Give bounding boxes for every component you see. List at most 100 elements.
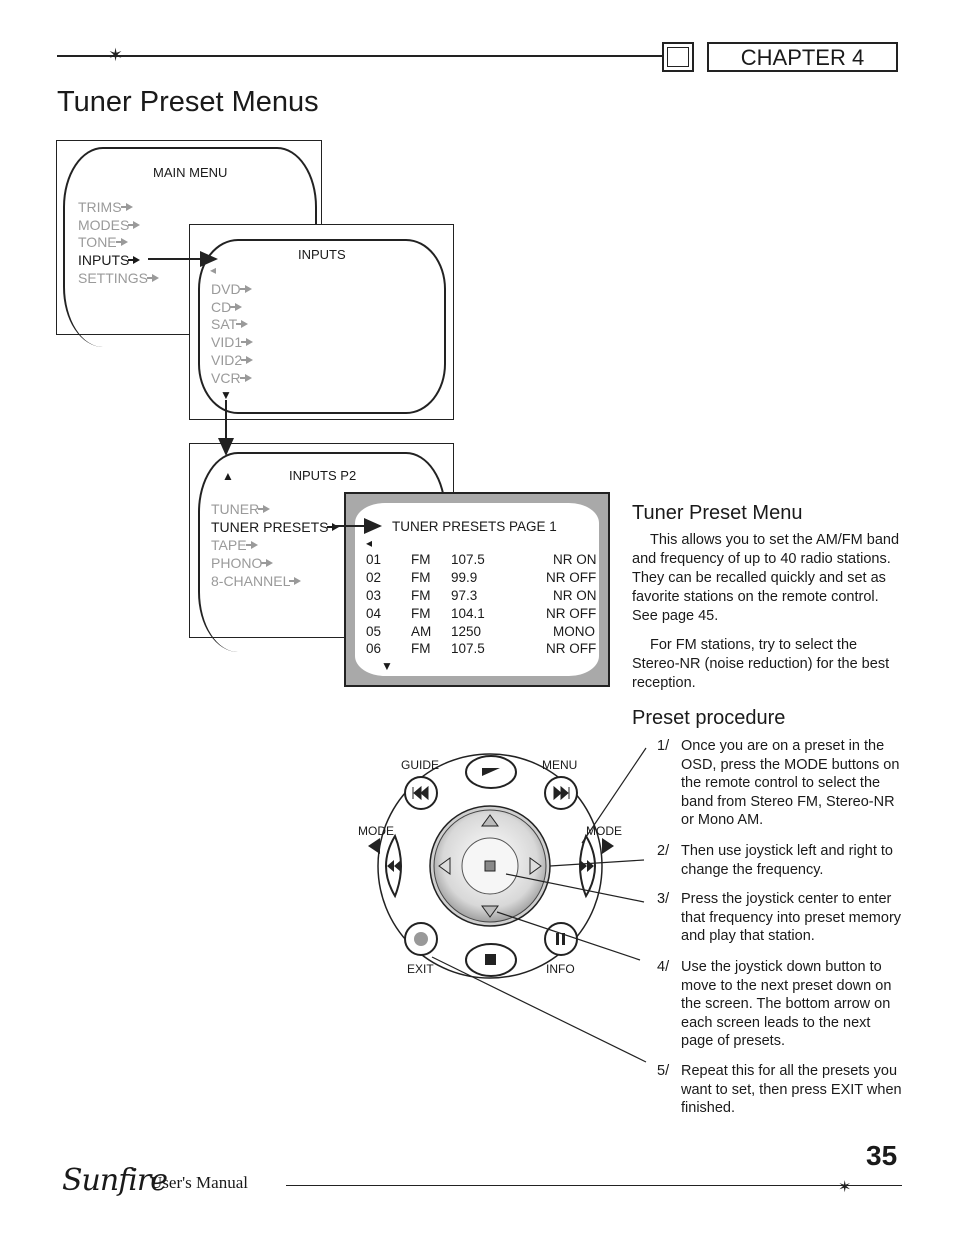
preset-frequency: 1250 xyxy=(451,624,482,639)
menu-item-inputs[interactable]: INPUTS xyxy=(78,251,141,269)
input-item-label: VID2 xyxy=(211,352,243,368)
input-item-cd[interactable]: CD xyxy=(211,298,243,316)
chapter-icon-box xyxy=(662,42,694,72)
info-label: INFO xyxy=(546,962,575,976)
input-item-sat[interactable]: SAT xyxy=(211,315,249,333)
header-rule xyxy=(57,55,662,57)
preset-frequency: 107.5 xyxy=(451,552,485,567)
input-item-label: VID1 xyxy=(211,334,243,350)
up-arrow-icon[interactable]: ▲ xyxy=(222,469,234,483)
arrow-right-icon xyxy=(230,303,243,311)
arrow-right-icon xyxy=(115,238,128,246)
preset-number: 04 xyxy=(366,606,382,621)
input-item-8-channel[interactable]: 8-CHANNEL xyxy=(211,572,302,590)
input-item-phono[interactable]: PHONO xyxy=(211,554,274,572)
arrow-right-icon xyxy=(241,338,254,346)
input-item-vcr[interactable]: VCR xyxy=(211,369,252,387)
manual-label: User's Manual xyxy=(150,1173,248,1192)
arrow-right-icon xyxy=(236,320,249,328)
arrow-right-icon xyxy=(289,577,302,585)
paragraph: For FM stations, try to select the Stere… xyxy=(632,637,890,691)
menu-item-label: MODES xyxy=(78,217,130,233)
arrow-right-icon xyxy=(239,374,252,382)
step-number: 3/ xyxy=(657,891,670,907)
step-text: Use the joystick down button to move to … xyxy=(681,959,892,1049)
arrow-right-icon xyxy=(241,356,254,364)
back-arrow-icon[interactable]: ◂ xyxy=(210,263,217,277)
mode-right-label: MODE xyxy=(586,824,622,838)
menu-label: MENU xyxy=(542,758,578,772)
arrow-right-icon xyxy=(239,285,252,293)
presets-heading: TUNER PRESETS PAGE 1 xyxy=(392,519,557,534)
preset-band: FM xyxy=(411,606,431,621)
input-item-vid2[interactable]: VID2 xyxy=(211,351,254,369)
input-item-label: VCR xyxy=(211,370,241,386)
menu-item-label: TONE xyxy=(78,234,117,250)
paragraph: This allows you to set the AM/FM band an… xyxy=(632,532,900,624)
preset-mode: MONO xyxy=(553,624,595,639)
tuner-presets-screen xyxy=(344,492,610,687)
menu-item-modes[interactable]: MODES xyxy=(78,216,141,234)
input-item-tape[interactable]: TAPE xyxy=(211,536,258,554)
menu-item-label: SETTINGS xyxy=(78,270,149,286)
preset-mode: NR ON xyxy=(553,588,597,603)
page-number: 35 xyxy=(866,1140,898,1171)
guide-label: GUIDE xyxy=(401,758,440,772)
arrow-right-icon xyxy=(261,559,274,567)
step-number: 5/ xyxy=(657,1063,670,1079)
chapter-label: CHAPTER 4 xyxy=(707,42,898,72)
preset-number: 05 xyxy=(366,624,382,639)
exit-label: EXIT xyxy=(407,962,434,976)
input-item-dvd[interactable]: DVD xyxy=(211,280,252,298)
arrow-right-icon xyxy=(128,256,141,264)
preset-mode: NR ON xyxy=(553,552,597,567)
preset-band: FM xyxy=(411,588,431,603)
input-item-label: PHONO xyxy=(211,555,263,571)
sunfire-logo: Sunfire xyxy=(62,1163,168,1198)
step-number: 4/ xyxy=(657,959,670,975)
down-arrow-icon[interactable]: ▼ xyxy=(220,388,232,402)
input-item-label: SAT xyxy=(211,316,238,332)
footer-rule xyxy=(286,1185,902,1186)
preset-band: FM xyxy=(411,552,431,567)
arrow-right-icon xyxy=(128,221,141,229)
screen-tube xyxy=(355,503,599,676)
preset-number: 01 xyxy=(366,552,382,567)
inputs-screen xyxy=(189,224,454,420)
step-text: Press the joystick center to enter that … xyxy=(681,891,902,944)
back-arrow-icon[interactable]: ◂ xyxy=(366,536,373,550)
preset-frequency: 104.1 xyxy=(451,606,485,621)
preset-mode: NR OFF xyxy=(546,641,597,656)
input-item-label: TAPE xyxy=(211,537,247,553)
menu-item-settings[interactable]: SETTINGS xyxy=(78,269,160,287)
menu-item-label: TRIMS xyxy=(78,199,122,215)
star-ornament-icon: ✶ xyxy=(108,45,124,65)
menu-item-trims[interactable]: TRIMS xyxy=(78,198,133,216)
step-text: Repeat this for all the presets you want… xyxy=(681,1063,902,1116)
remote-control-diagram xyxy=(368,747,647,1063)
input-item-tuner[interactable]: TUNER xyxy=(211,500,271,518)
input-item-label: DVD xyxy=(211,281,241,297)
preset-number: 03 xyxy=(366,588,382,603)
input-item-label: TUNER PRESETS xyxy=(211,519,329,535)
page-title: Tuner Preset Menus xyxy=(57,86,319,118)
step-text: Then use joystick left and right to chan… xyxy=(681,843,893,878)
menu-item-tone[interactable]: TONE xyxy=(78,233,128,251)
arrow-right-icon xyxy=(147,274,160,282)
mode-left-label: MODE xyxy=(358,824,394,838)
menu-connectors xyxy=(148,251,382,534)
input-item-label: TUNER xyxy=(211,501,260,517)
arrow-right-icon xyxy=(120,203,133,211)
preset-frequency: 97.3 xyxy=(451,588,478,603)
input-item-vid1[interactable]: VID1 xyxy=(211,333,254,351)
preset-number: 02 xyxy=(366,570,382,585)
inputs-p2-heading: INPUTS P2 xyxy=(289,468,357,483)
section-heading: Preset procedure xyxy=(632,707,786,729)
inputs-heading: INPUTS xyxy=(298,247,346,262)
input-item-label: CD xyxy=(211,299,232,315)
down-arrow-icon[interactable]: ▼ xyxy=(381,659,393,673)
section-heading: Tuner Preset Menu xyxy=(632,502,803,524)
preset-band: FM xyxy=(411,641,431,656)
preset-mode: NR OFF xyxy=(546,570,597,585)
arrow-right-icon xyxy=(258,505,271,513)
